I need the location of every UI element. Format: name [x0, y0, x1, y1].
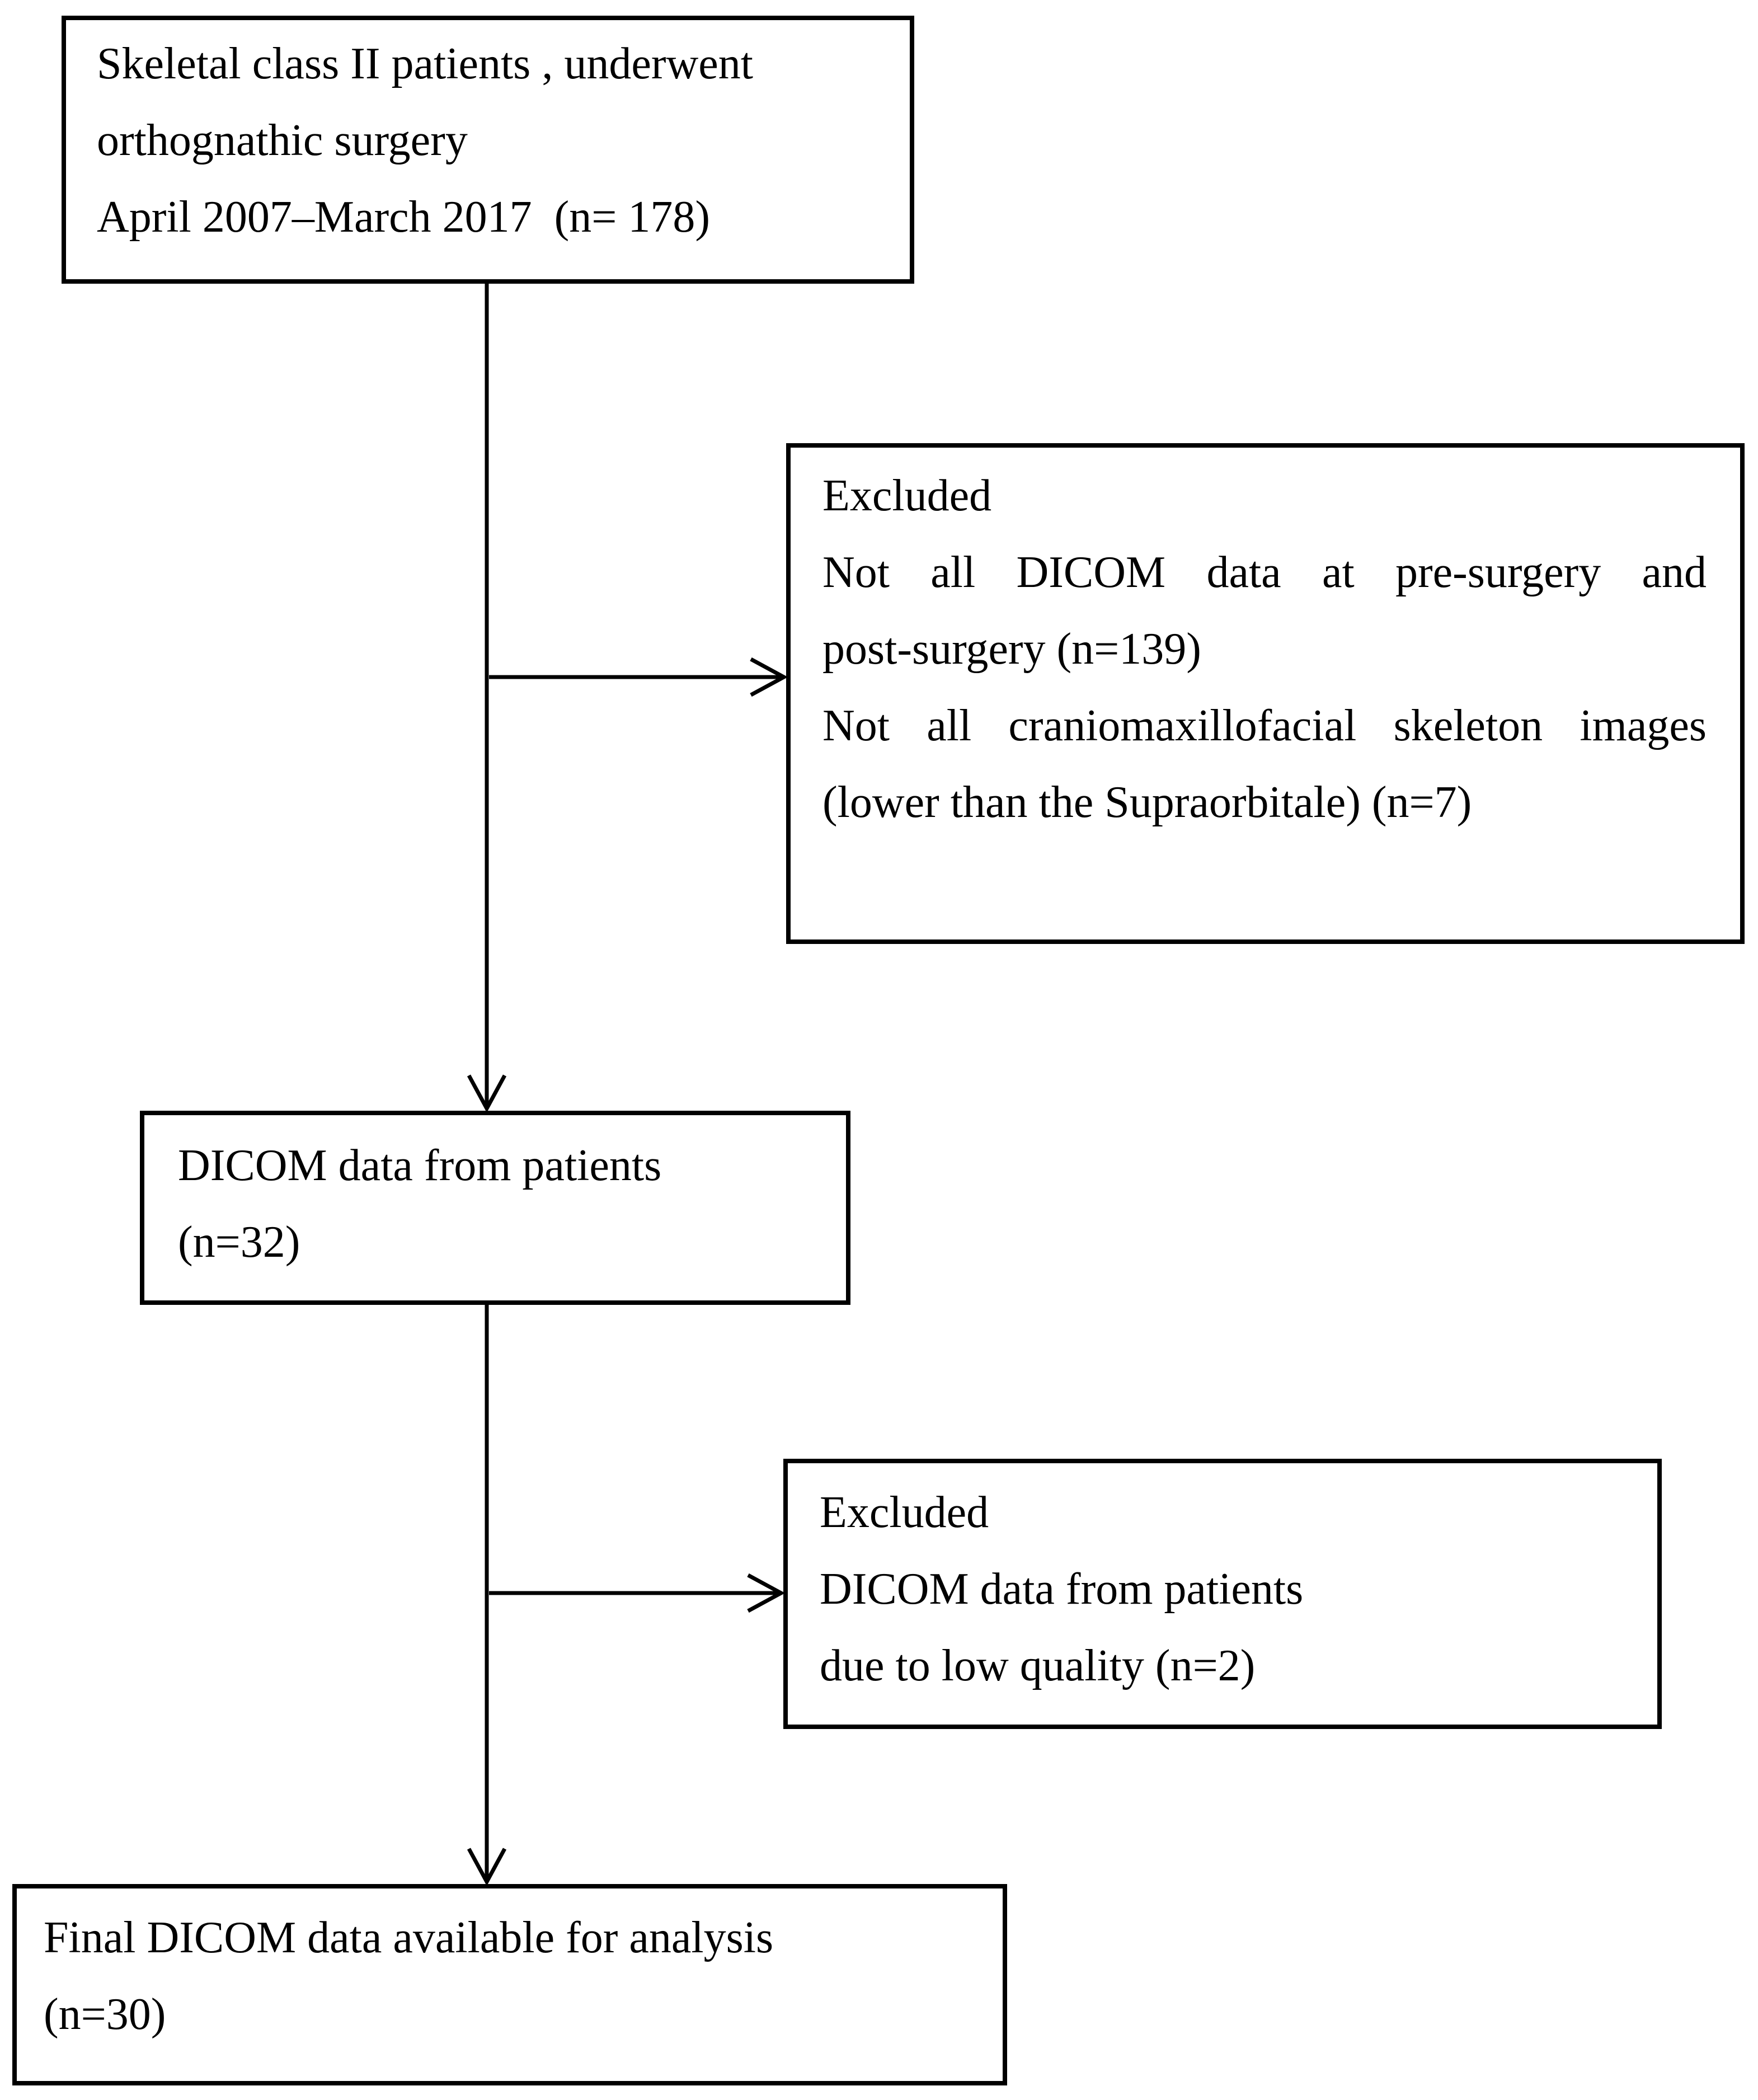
box-line: DICOM data from patients	[178, 1141, 662, 1190]
box-line: Not all DICOM data at pre-surgery and	[822, 548, 1707, 597]
box-line: April 2007–March 2017 (n= 178)	[97, 192, 711, 242]
box-line: Skeletal class II patients , underwent	[97, 39, 753, 88]
arrowhead-down-final-icon	[467, 1848, 507, 1886]
box-line: DICOM data from patients	[820, 1565, 1304, 1614]
flow-box-excluded-first: Excluded Not all DICOM data at pre-surge…	[786, 443, 1745, 944]
box-line: Excluded	[822, 471, 992, 520]
box-line: Excluded	[820, 1488, 989, 1537]
arrowhead-right-excluded-1-icon	[750, 657, 788, 697]
box-line: Not all craniomaxillofacial skeleton ima…	[822, 701, 1707, 750]
box-line: due to low quality (n=2)	[820, 1641, 1256, 1690]
arrowhead-down-dicom-icon	[467, 1074, 507, 1113]
flow-box-initial-cohort: Skeletal class II patients , underwent o…	[62, 16, 914, 284]
box-line: (n=30)	[44, 1990, 166, 2039]
box-line: Final DICOM data available for analysis	[44, 1913, 774, 1962]
box-line: orthognathic surgery	[97, 116, 468, 165]
arrowhead-right-excluded-2-icon	[747, 1573, 786, 1613]
flow-box-final-analysis: Final DICOM data available for analysis …	[12, 1884, 1007, 2085]
flow-box-dicom-data: DICOM data from patients (n=32)	[140, 1111, 850, 1305]
box-line: (lower than the Supraorbitale) (n=7)	[822, 778, 1472, 827]
box-line: post-surgery (n=139)	[822, 624, 1201, 674]
flow-box-excluded-second: Excluded DICOM data from patients due to…	[783, 1459, 1662, 1729]
box-line: (n=32)	[178, 1218, 300, 1267]
